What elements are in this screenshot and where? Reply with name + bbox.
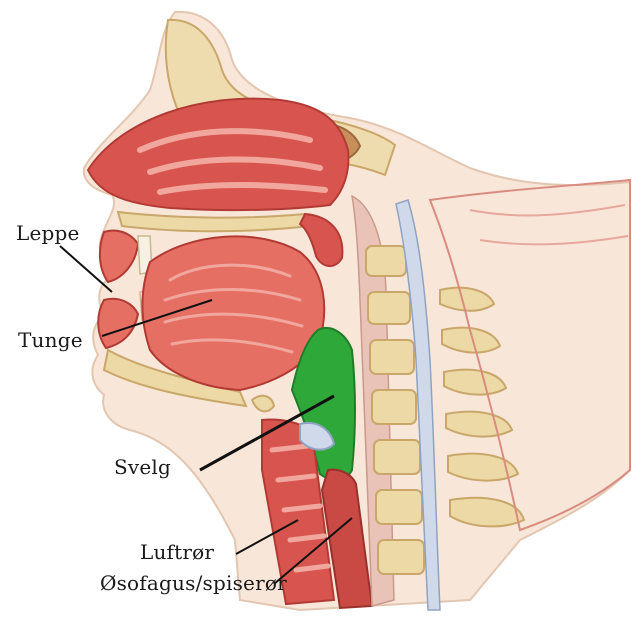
- vertebra: [366, 246, 406, 276]
- vertebra: [372, 390, 416, 424]
- label-tunge: Tunge: [18, 330, 83, 350]
- vertebra: [374, 440, 420, 474]
- label-leppe: Leppe: [16, 223, 80, 243]
- vertebra: [368, 292, 410, 324]
- vertebra: [376, 490, 422, 524]
- vertebra: [370, 340, 414, 374]
- label-osofagus: Øsofagus/spiserør: [100, 573, 287, 593]
- label-luftror: Luftrør: [140, 542, 214, 562]
- label-svelg: Svelg: [114, 457, 171, 477]
- vertebra: [378, 540, 424, 574]
- nasal-cavity: [88, 99, 348, 210]
